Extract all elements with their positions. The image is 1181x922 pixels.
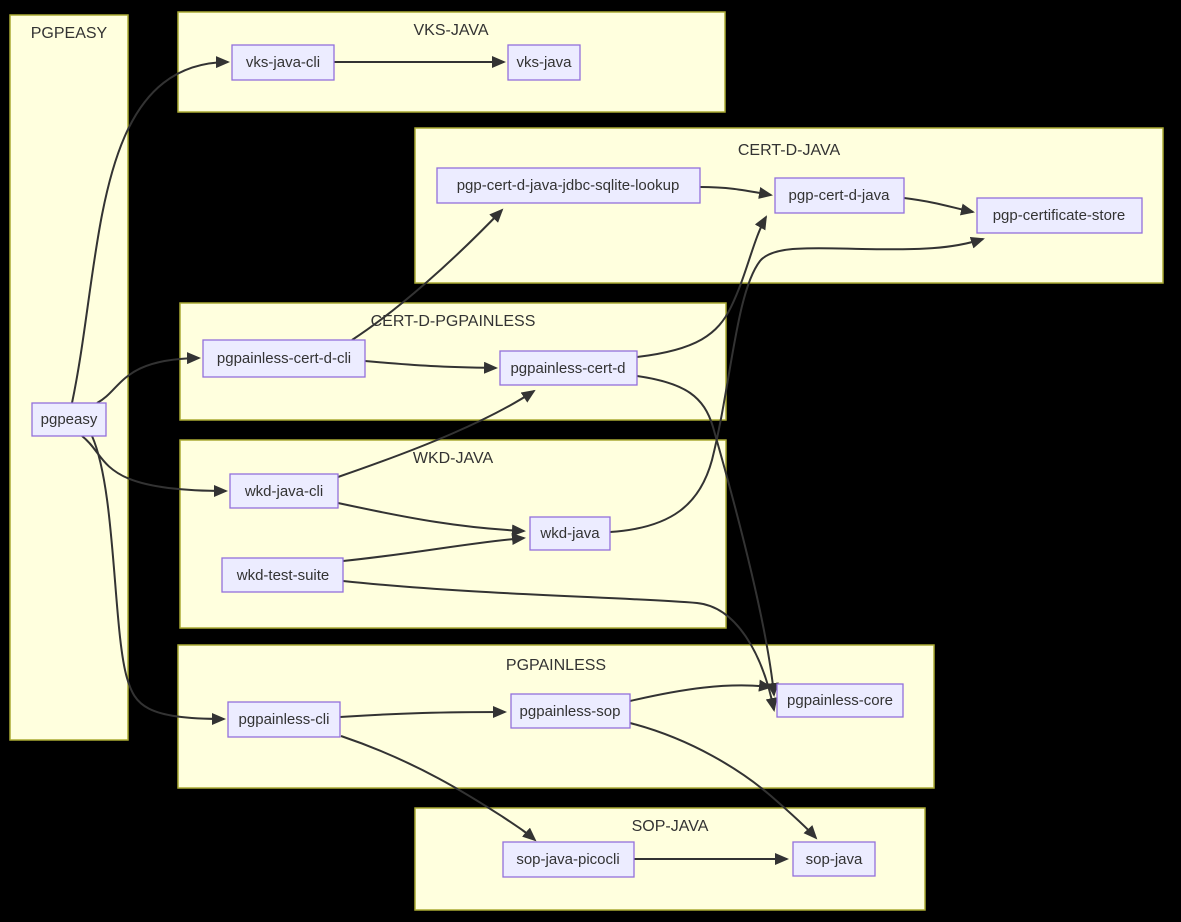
node-pgpeasy-box — [31, 402, 107, 437]
cluster-wkd-java: WKD-JAVA — [179, 439, 727, 629]
node-pgp-cert-d-java-label: pgp-cert-d-java — [789, 187, 891, 204]
cluster-sop-java-title: SOP-JAVA — [632, 818, 709, 835]
edge-pgpainless-sop-pgpainless-core — [629, 679, 773, 702]
edge-pgpainless-cert-d-cli-pgpainless-cert-d — [364, 360, 498, 374]
edge-pgp-cert-d-java-jdbc-sqlite-lookup-pgp-cert-d-java — [699, 186, 773, 199]
cluster-pgpeasy: PGPEASY — [9, 14, 129, 741]
node-vks-java: vks-java — [507, 44, 581, 81]
node-pgpainless-core: pgpainless-core — [776, 683, 904, 718]
node-pgpainless-cert-d-label: pgpainless-cert-d — [510, 360, 625, 377]
cluster-cert-d-pgpainless-title: CERT-D-PGPAINLESS — [371, 313, 536, 330]
cluster-cert-d-java-title: CERT-D-JAVA — [738, 142, 841, 159]
node-wkd-java-cli: wkd-java-cli — [229, 473, 339, 509]
edge-pgpeasy-wkd-java-cli — [81, 435, 228, 497]
node-pgpainless-sop-box — [510, 693, 631, 729]
node-pgpainless-core-label: pgpainless-core — [787, 692, 893, 709]
node-pgp-certificate-store-label: pgp-certificate-store — [993, 207, 1126, 224]
node-wkd-java-cli-label: wkd-java-cli — [244, 483, 323, 500]
edge-pgpeasy-pgpainless-cli — [91, 435, 226, 725]
node-wkd-test-suite: wkd-test-suite — [221, 557, 344, 593]
node-pgpainless-cert-d-cli: pgpainless-cert-d-cli — [202, 339, 366, 378]
node-pgpainless-sop-label: pgpainless-sop — [520, 703, 621, 720]
node-pgp-cert-d-java-jdbc-sqlite-lookup: pgp-cert-d-java-jdbc-sqlite-lookup — [436, 167, 701, 204]
node-pgp-cert-d-java-jdbc-sqlite-lookup-label: pgp-cert-d-java-jdbc-sqlite-lookup — [457, 177, 680, 194]
edge-pgp-cert-d-java-pgp-certificate-store — [903, 197, 975, 216]
node-sop-java-box — [792, 841, 876, 877]
node-pgp-certificate-store-box — [976, 197, 1143, 234]
node-pgp-cert-d-java: pgp-cert-d-java — [774, 177, 905, 214]
node-sop-java-picocli-box — [502, 841, 635, 878]
edge-wkd-java-cli-pgpainless-cert-d — [337, 389, 536, 478]
edge-pgpainless-cert-d-pgpainless-core — [636, 375, 779, 697]
edge-pgpainless-cli-pgpainless-sop — [339, 706, 507, 719]
edge-wkd-java-cli-wkd-java — [337, 502, 526, 537]
node-vks-java-cli-label: vks-java-cli — [246, 54, 320, 71]
node-pgp-cert-d-java-box — [774, 177, 905, 214]
node-vks-java-box — [507, 44, 581, 81]
node-wkd-java-label: wkd-java — [539, 525, 600, 542]
edge-pgpainless-cert-d-cli-pgp-cert-d-java-jdbc-sqlite-lookup — [351, 208, 504, 341]
edge-pgpeasy-pgpainless-cert-d-cli — [96, 352, 201, 404]
node-pgpainless-cert-d-box — [499, 350, 638, 386]
edge-wkd-java-pgp-certificate-store — [609, 236, 985, 533]
node-vks-java-cli: vks-java-cli — [231, 44, 335, 81]
node-pgpainless-cert-d-cli-box — [202, 339, 366, 378]
node-pgpainless-cert-d: pgpainless-cert-d — [499, 350, 638, 386]
node-pgpeasy: pgpeasy — [31, 402, 107, 437]
node-pgpainless-sop: pgpainless-sop — [510, 693, 631, 729]
edge-wkd-test-suite-wkd-java — [342, 533, 526, 562]
node-wkd-test-suite-label: wkd-test-suite — [236, 567, 330, 584]
node-wkd-java-cli-box — [229, 473, 339, 509]
edge-wkd-test-suite-pgpainless-core — [342, 580, 778, 712]
node-pgp-certificate-store: pgp-certificate-store — [976, 197, 1143, 234]
cluster-wkd-java-title: WKD-JAVA — [413, 450, 494, 467]
node-vks-java-label: vks-java — [516, 54, 572, 71]
node-wkd-java: wkd-java — [529, 516, 611, 551]
node-wkd-java-box — [529, 516, 611, 551]
node-pgpainless-cli-label: pgpainless-cli — [239, 711, 330, 728]
node-pgpainless-cli: pgpainless-cli — [227, 701, 341, 738]
node-wkd-test-suite-box — [221, 557, 344, 593]
edge-pgpeasy-vks-java-cli — [71, 56, 230, 404]
cluster-pgpeasy-box — [9, 14, 129, 741]
node-sop-java-picocli-label: sop-java-picocli — [516, 851, 619, 868]
node-pgpainless-core-box — [776, 683, 904, 718]
cluster-pgpeasy-title: PGPEASY — [31, 25, 108, 42]
cluster-vks-java-title: VKS-JAVA — [414, 22, 489, 39]
node-sop-java: sop-java — [792, 841, 876, 877]
node-vks-java-cli-box — [231, 44, 335, 81]
cluster-wkd-java-box — [179, 439, 727, 629]
node-pgpainless-cert-d-cli-label: pgpainless-cert-d-cli — [217, 350, 351, 367]
node-pgp-cert-d-java-jdbc-sqlite-lookup-box — [436, 167, 701, 204]
edge-pgpainless-cert-d-pgp-cert-d-java — [636, 215, 767, 358]
edge-pgpainless-sop-sop-java — [629, 722, 818, 840]
edge-pgpainless-cli-sop-java-picocli — [340, 735, 537, 842]
node-sop-java-label: sop-java — [806, 851, 863, 868]
node-pgpainless-cli-box — [227, 701, 341, 738]
node-sop-java-picocli: sop-java-picocli — [502, 841, 635, 878]
cluster-pgpainless-title: PGPAINLESS — [506, 657, 606, 674]
node-pgpeasy-label: pgpeasy — [41, 411, 98, 428]
